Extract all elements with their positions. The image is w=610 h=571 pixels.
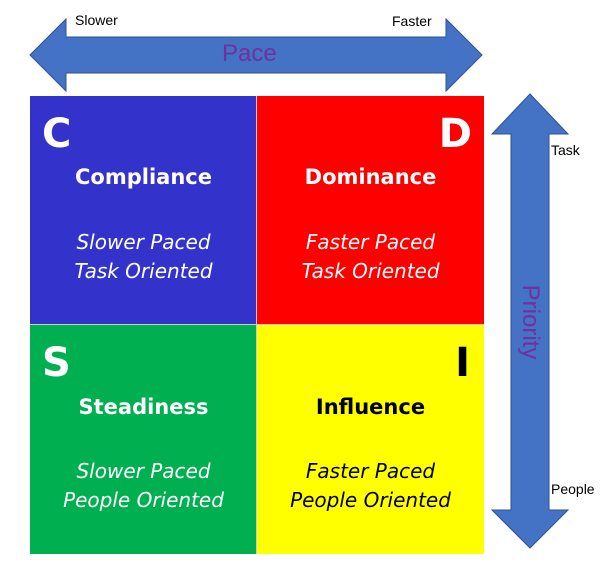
quadrant-letter-i: I [455, 340, 470, 386]
quadrant-dominance: D Dominance Faster Paced Task Oriented [257, 96, 484, 325]
pace-arrow [29, 17, 483, 93]
priority-task-label: Task [551, 142, 580, 158]
quadrant-desc-line1-dominance: Faster Paced [305, 230, 436, 254]
quadrant-divider-vertical [256, 96, 257, 554]
priority-label: Priority [517, 284, 544, 360]
pace-label: Pace [222, 40, 277, 67]
priority-people-label: People [551, 481, 595, 497]
quadrant-desc-line2-influence: People Oriented [290, 488, 451, 512]
quadrant-desc-line1-compliance: Slower Paced [76, 230, 211, 254]
quadrant-title-dominance: Dominance [304, 165, 437, 189]
quadrant-letter-s: S [42, 340, 71, 386]
quadrant-title-compliance: Compliance [75, 165, 212, 189]
pace-slower-label: Slower [75, 12, 118, 28]
quadrant-desc-line2-steadiness: People Oriented [63, 488, 224, 512]
quadrant-desc-line2-compliance: Task Oriented [74, 259, 213, 283]
pace-arrow-shape [29, 17, 483, 93]
quadrant-title-influence: Influence [315, 395, 426, 419]
quadrant-title-steadiness: Steadiness [78, 395, 209, 419]
quadrant-desc-line2-dominance: Task Oriented [301, 259, 440, 283]
quadrant-letter-c: C [42, 111, 72, 157]
quadrant-divider-horizontal [30, 324, 484, 325]
quadrant-steadiness: S Steadiness Slower Paced People Oriente… [30, 325, 257, 554]
priority-arrow-shape [490, 93, 570, 549]
quadrant-desc-line1-steadiness: Slower Paced [76, 459, 211, 483]
quadrant-compliance: C Compliance Slower Paced Task Oriented [30, 96, 257, 325]
quadrant-letter-d: D [438, 111, 472, 157]
quadrant-desc-line1-influence: Faster Paced [305, 459, 436, 483]
pace-faster-label: Faster [392, 13, 432, 29]
quadrant-influence: I Influence Faster Paced People Oriented [257, 325, 484, 554]
